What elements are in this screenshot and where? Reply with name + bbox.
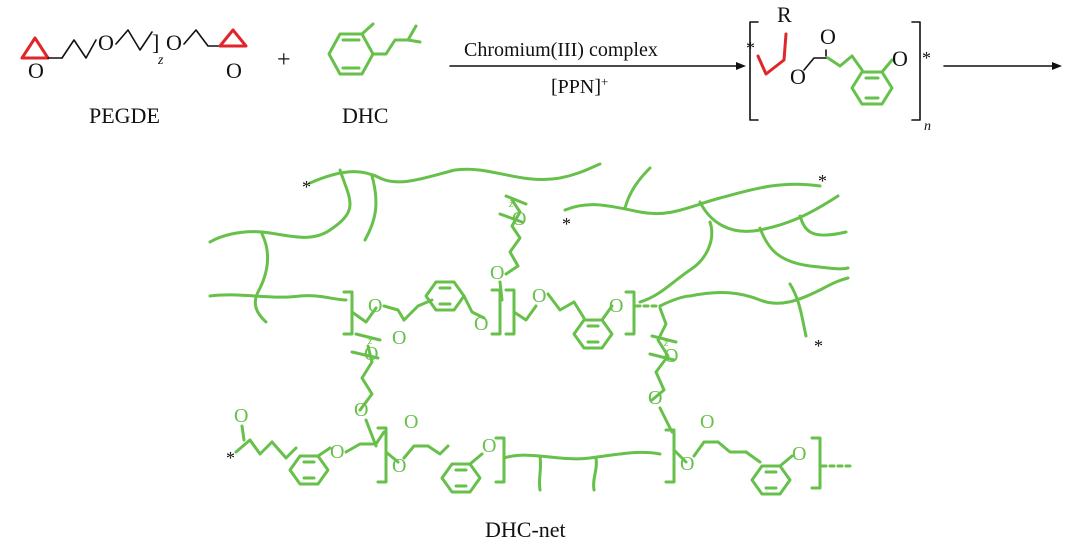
svg-text:O: O bbox=[330, 441, 344, 463]
network-bottom-chain: O O O O O O bbox=[234, 405, 852, 496]
dhc-structure: DHC bbox=[327, 22, 422, 128]
network-label: DHC-net bbox=[485, 517, 566, 542]
svg-text:O: O bbox=[98, 30, 114, 55]
net-star-4: * bbox=[814, 336, 823, 356]
svg-text:O: O bbox=[532, 285, 546, 307]
pegde-structure: O O ] z O O PEGDE bbox=[20, 28, 248, 128]
svg-text:O: O bbox=[166, 30, 182, 55]
pegde-left-epoxide: O bbox=[20, 36, 63, 83]
svg-text:O: O bbox=[354, 399, 368, 421]
dhc-label: DHC bbox=[342, 103, 388, 128]
svg-text:O: O bbox=[28, 58, 44, 83]
net-star-1: * bbox=[302, 177, 311, 197]
svg-text:O: O bbox=[648, 387, 662, 409]
net-star-5: * bbox=[226, 448, 235, 468]
pegde-bracket: ] bbox=[152, 30, 159, 55]
dhc-network: z O O O O O O O bbox=[208, 162, 852, 542]
svg-text:O: O bbox=[368, 295, 382, 317]
pegde-right-epoxide: O bbox=[218, 28, 248, 83]
svg-text:*: * bbox=[922, 48, 931, 68]
svg-text:O: O bbox=[404, 411, 418, 433]
svg-text:O: O bbox=[482, 435, 496, 457]
reaction-arrow: Chromium(III) complex [PPN]+ bbox=[449, 39, 746, 99]
svg-text:O: O bbox=[609, 295, 623, 317]
svg-text:R: R bbox=[777, 2, 792, 27]
second-arrow bbox=[943, 62, 1062, 70]
cocatalyst-label: [PPN]+ bbox=[551, 74, 608, 99]
svg-text:O: O bbox=[792, 443, 806, 465]
svg-text:z: z bbox=[508, 198, 514, 210]
svg-text:z: z bbox=[157, 53, 164, 68]
svg-text:O: O bbox=[392, 327, 406, 349]
catalyst-label: Chromium(III) complex bbox=[464, 39, 658, 61]
svg-text:O: O bbox=[234, 405, 248, 427]
svg-text:O: O bbox=[226, 58, 242, 83]
svg-text:O: O bbox=[820, 24, 836, 49]
svg-text:O: O bbox=[512, 208, 526, 230]
svg-text:*: * bbox=[746, 38, 755, 58]
plus-sign: + bbox=[277, 47, 291, 73]
net-star-2: * bbox=[818, 171, 827, 191]
net-star-3: * bbox=[562, 214, 571, 234]
pegde-label: PEGDE bbox=[89, 103, 160, 128]
svg-text:O: O bbox=[490, 262, 504, 284]
svg-text:n: n bbox=[924, 119, 931, 134]
svg-text:O: O bbox=[392, 455, 406, 477]
polymer-repeat-unit: * * n R O O O bbox=[746, 2, 931, 134]
svg-text:O: O bbox=[474, 313, 488, 335]
network-middle-chain: O O O O O bbox=[342, 280, 692, 350]
svg-text:O: O bbox=[892, 46, 908, 71]
svg-text:O: O bbox=[790, 64, 806, 89]
svg-text:z: z bbox=[367, 335, 373, 347]
svg-text:O: O bbox=[364, 343, 378, 365]
svg-text:O: O bbox=[680, 453, 694, 475]
svg-text:z: z bbox=[663, 337, 669, 349]
svg-text:O: O bbox=[664, 345, 678, 367]
svg-text:O: O bbox=[700, 411, 714, 433]
